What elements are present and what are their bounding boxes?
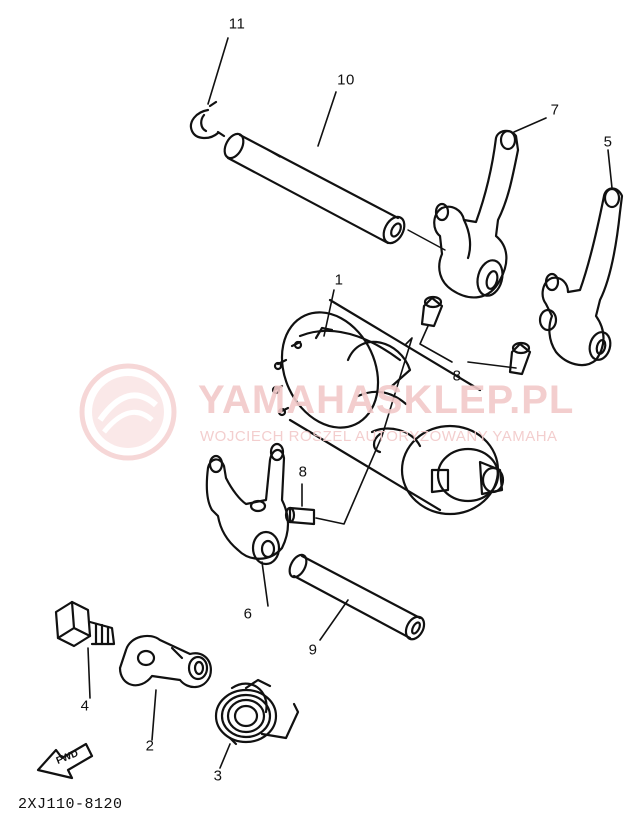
diagram-code: 2XJ110-8120 (18, 796, 123, 813)
callout-4: 4 (80, 697, 90, 715)
watermark-brand: YAMAHASKLEP.PL (198, 378, 575, 422)
part-11-circlip (189, 100, 226, 140)
part-10-guide-bar (223, 132, 446, 251)
callout-1: 1 (334, 271, 344, 289)
callout-6: 6 (243, 605, 253, 623)
watermark-subtitle: WOJCIECH ROSZEL AUTORYZOWANY YAMAHA (200, 428, 558, 445)
callout-3: 3 (213, 767, 223, 785)
part-1-shift-drum (271, 298, 505, 516)
part-2-stopper-lever (118, 634, 212, 689)
callout-10: 10 (337, 71, 355, 89)
part-4-bolt (54, 600, 116, 648)
callout-2: 2 (145, 737, 155, 755)
part-9-guide-bar (288, 553, 426, 641)
leader-lines (87, 37, 613, 769)
callout-9: 9 (308, 641, 318, 659)
part-8-dowel-pin-lower (284, 506, 316, 526)
callout-8-lower: 8 (298, 463, 308, 481)
callout-8-upper: 8 (452, 367, 462, 385)
callout-11: 11 (228, 15, 246, 33)
part-3-torsion-spring (214, 678, 300, 746)
part-8-dowel-pins (420, 295, 532, 376)
part-5-shift-fork (538, 187, 624, 367)
part-6-shift-fork (205, 442, 290, 566)
part-7-shift-fork (433, 129, 520, 299)
fwd-arrow-icon (36, 742, 94, 780)
callout-5: 5 (603, 133, 613, 151)
watermark-logo (79, 363, 177, 461)
callout-7: 7 (550, 101, 560, 119)
